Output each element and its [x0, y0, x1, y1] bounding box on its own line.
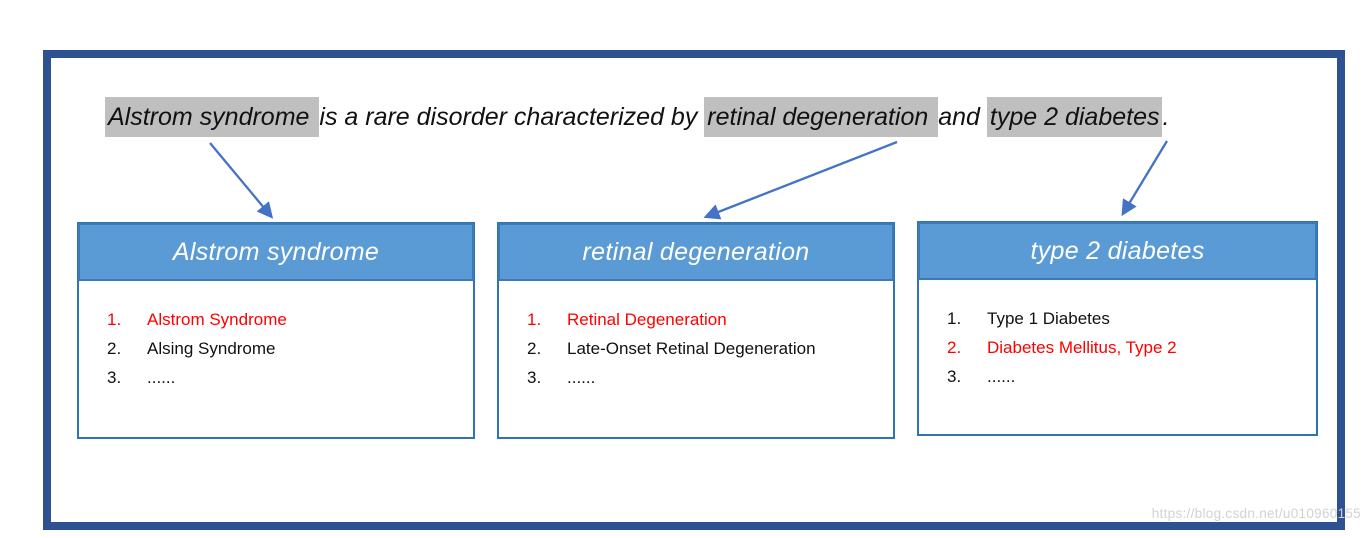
candidate-list: 1. Alstrom Syndrome 2. Alsing Syndrome 3....…	[79, 281, 473, 392]
term-box-title: type 2 diabetes	[1030, 236, 1205, 265]
term-box-title: retinal degeneration	[582, 237, 810, 266]
sentence-text: .	[1162, 103, 1170, 131]
highlighted-term: type 2 diabetes	[986, 97, 1163, 137]
candidate-item: 3.......	[947, 362, 1310, 391]
candidate-text: Alstrom Syndrome	[147, 310, 287, 329]
highlighted-term: Alstrom syndrome	[105, 97, 320, 137]
candidate-list: 1. Type 1 Diabetes 2. Diabetes Mellitus, Ty…	[919, 280, 1316, 391]
term-box-title: Alstrom syndrome	[172, 237, 380, 266]
candidate-item: 1. Alstrom Syndrome	[107, 305, 467, 334]
candidate-text: Diabetes Mellitus, Type 2	[987, 338, 1177, 357]
candidate-number: 3.	[947, 367, 962, 386]
candidate-number: 3.	[527, 368, 542, 387]
candidate-item: 2. Late-Onset Retinal Degeneration	[527, 334, 887, 363]
candidate-number: 1.	[527, 310, 542, 329]
candidate-item: 1. Retinal Degeneration	[527, 305, 887, 334]
watermark: https://blog.csdn.net/u010960155	[1151, 506, 1361, 521]
candidate-item: 2. Alsing Syndrome	[107, 334, 467, 363]
term-box-header: Alstrom syndrome	[78, 223, 474, 281]
candidate-number: 3.	[107, 368, 122, 387]
sentence-text: is a rare disorder characterized by	[319, 103, 705, 131]
candidate-item: 3.......	[107, 363, 467, 392]
candidate-text: ......	[987, 367, 1016, 386]
candidate-text: Late-Onset Retinal Degeneration	[567, 339, 816, 358]
candidate-number: 2.	[107, 339, 122, 358]
term-box-retinal: retinal degeneration 1. Retinal Degenerat…	[497, 222, 895, 439]
highlighted-term: retinal degeneration	[704, 97, 939, 137]
candidate-text: ......	[147, 368, 176, 387]
term-box-header: retinal degeneration	[498, 223, 894, 281]
definition-sentence: Alstrom syndrome is a rare disorder char…	[105, 97, 1335, 137]
candidate-text: Alsing Syndrome	[147, 339, 276, 358]
candidate-number: 2.	[947, 338, 962, 357]
candidate-text: Retinal Degeneration	[567, 310, 727, 329]
candidate-number: 2.	[527, 339, 542, 358]
candidate-list: 1. Retinal Degeneration 2. Late-Onset Retin…	[499, 281, 893, 392]
candidate-text: Type 1 Diabetes	[987, 309, 1110, 328]
candidate-number: 1.	[947, 309, 962, 328]
candidate-item: 3.......	[527, 363, 887, 392]
sentence-text: and	[938, 103, 987, 131]
candidate-number: 1.	[107, 310, 122, 329]
candidate-text: ......	[567, 368, 596, 387]
term-box-header: type 2 diabetes	[918, 222, 1317, 280]
term-box-alstrom: Alstrom syndrome 1. Alstrom Syndrome 2. Als…	[77, 222, 475, 439]
candidate-item: 2. Diabetes Mellitus, Type 2	[947, 333, 1310, 362]
term-box-diabetes: type 2 diabetes 1. Type 1 Diabetes 2. Diabe…	[917, 221, 1318, 436]
candidate-item: 1. Type 1 Diabetes	[947, 304, 1310, 333]
